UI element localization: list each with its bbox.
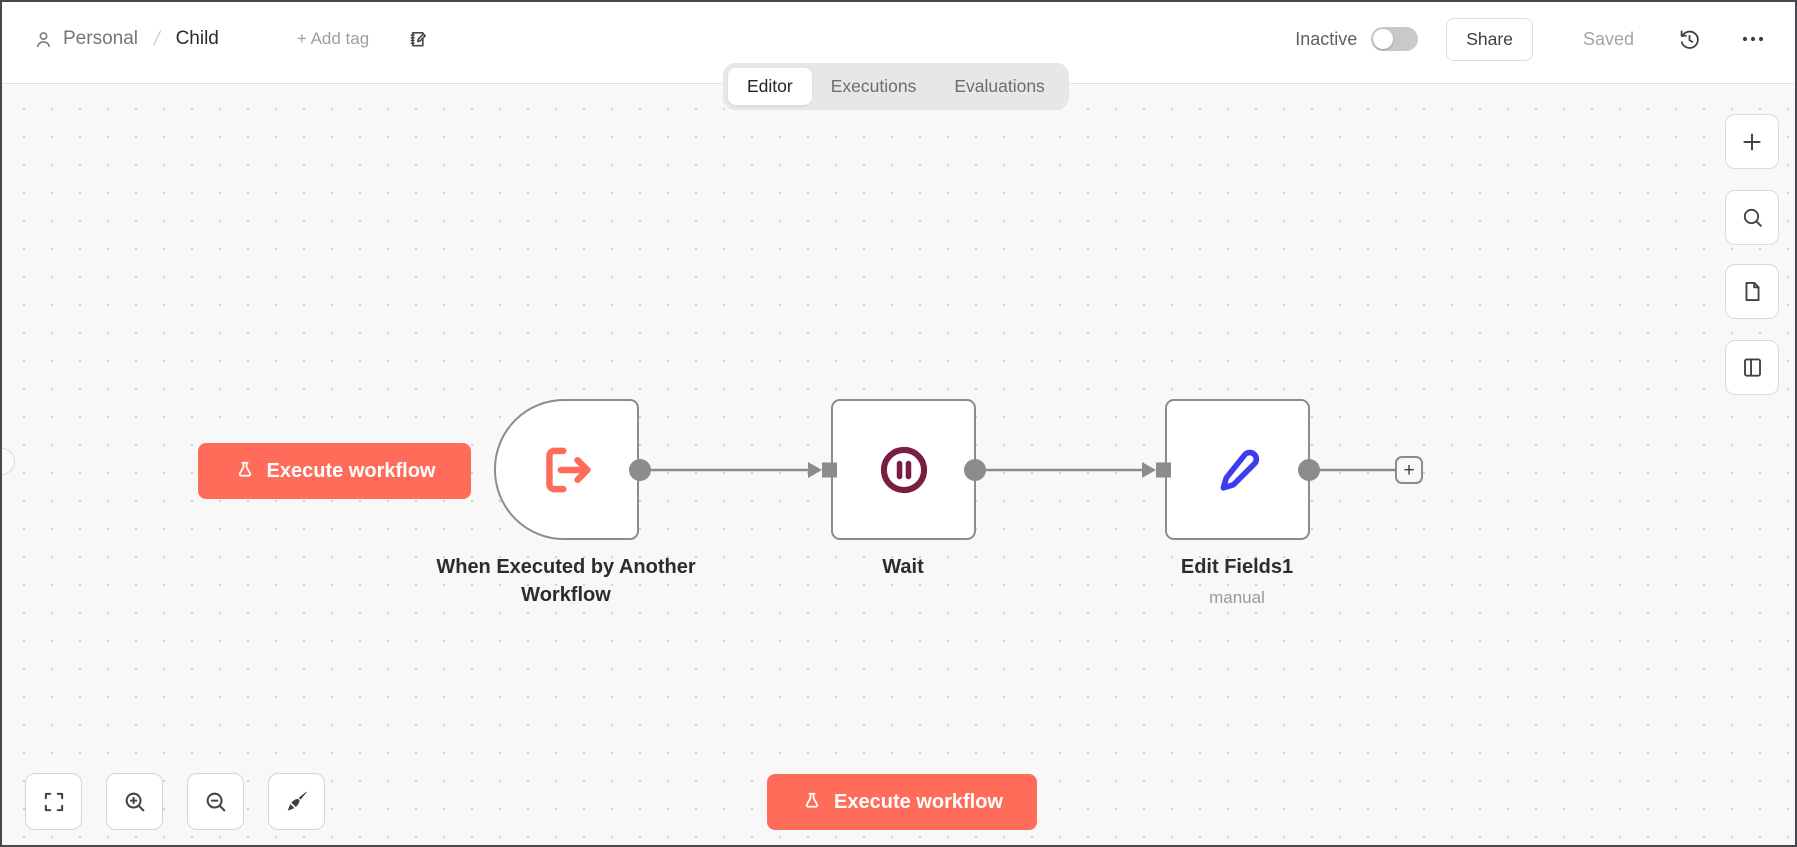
header-actions: Inactive Share Saved [1295, 2, 1765, 76]
workflow-title[interactable]: Child [175, 28, 219, 49]
sticky-note-icon[interactable] [1725, 264, 1779, 319]
node-edit-fields[interactable] [1165, 399, 1310, 540]
execute-workflow-label: Execute workflow [266, 459, 436, 482]
left-panel-handle[interactable] [2, 448, 15, 475]
add-tag-button[interactable]: + Add tag [296, 29, 370, 48]
active-toggle[interactable] [1371, 27, 1419, 51]
breadcrumb-project[interactable]: Personal [63, 28, 138, 49]
fit-view-icon[interactable] [25, 773, 82, 830]
add-node-icon[interactable] [1725, 114, 1779, 169]
panel-toggle-icon[interactable] [1725, 340, 1779, 395]
workflow-exit-arrow-icon [536, 439, 598, 501]
node-title: Wait [882, 556, 924, 578]
node-when-executed-by-another-workflow[interactable] [494, 399, 639, 540]
saved-status: Saved [1582, 28, 1634, 49]
execute-workflow-button[interactable]: Execute workflow [198, 443, 471, 499]
flask-icon [234, 460, 256, 482]
add-node-plus-button[interactable]: + [1395, 456, 1423, 484]
node-subtitle: manual [1209, 588, 1265, 607]
node-title: Edit Fields1 [1180, 556, 1294, 578]
flask-icon [801, 791, 823, 813]
tab-evaluations[interactable]: Evaluations [935, 68, 1063, 105]
execute-workflow-label: Execute workflow [834, 790, 1003, 813]
tab-executions[interactable]: Executions [812, 68, 936, 105]
view-tabs: Editor Executions Evaluations [723, 63, 1069, 110]
tab-editor[interactable]: Editor [728, 68, 812, 105]
edit-note-icon[interactable] [407, 28, 430, 51]
pause-circle-icon [875, 441, 933, 499]
zoom-out-icon[interactable] [187, 773, 244, 830]
tidy-up-broom-icon[interactable] [268, 773, 325, 830]
toggle-knob [1373, 29, 1394, 49]
node-wait[interactable] [831, 399, 976, 540]
share-button[interactable]: Share [1446, 17, 1533, 61]
history-icon[interactable] [1676, 26, 1703, 53]
more-options-icon[interactable] [1741, 35, 1765, 43]
zoom-in-icon[interactable] [106, 773, 163, 830]
breadcrumb-separator: / [151, 27, 163, 50]
breadcrumb: Personal / Child + Add tag [34, 2, 430, 76]
node-title: When Executed by Another Workflow [436, 556, 696, 606]
user-icon [34, 30, 53, 49]
workflow-status-label: Inactive [1295, 28, 1358, 49]
search-icon[interactable] [1725, 190, 1779, 245]
pen-icon [1211, 443, 1265, 497]
canvas-controls [25, 773, 325, 830]
workflow-canvas[interactable]: Execute workflow When Executed by Anothe… [2, 85, 1795, 845]
execute-workflow-button-footer[interactable]: Execute workflow [767, 774, 1037, 830]
